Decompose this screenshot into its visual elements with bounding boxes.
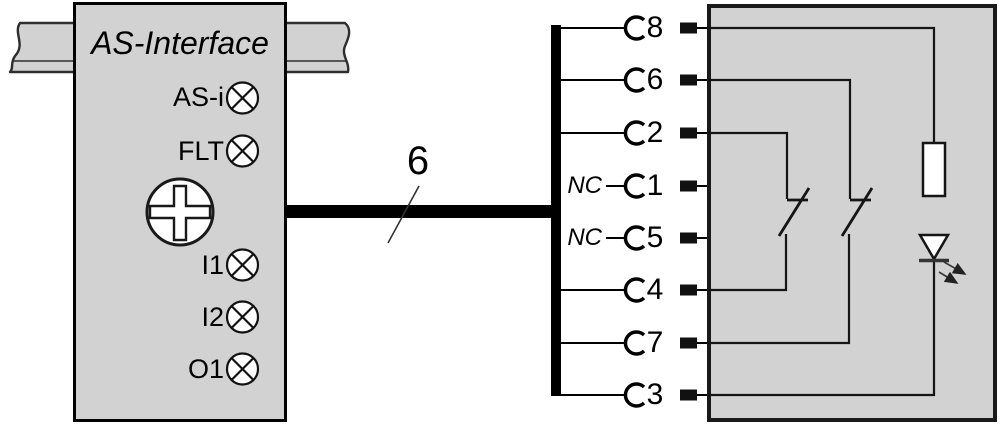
pin-number-3: 3 <box>646 378 664 411</box>
i1-lamp-icon <box>225 248 260 282</box>
flat-cable-left <box>8 21 78 74</box>
socket-contact-icon <box>623 173 646 199</box>
led-diode-icon <box>917 233 951 263</box>
wire-pin6 <box>707 78 852 199</box>
o1-lamp-icon <box>225 352 260 386</box>
pin-row-3 <box>560 382 709 408</box>
resistor <box>921 141 947 198</box>
pin-row-6 <box>560 67 709 93</box>
wire-count-label: 6 <box>406 139 430 183</box>
socket-contact-icon <box>623 277 646 303</box>
socket-contact-icon <box>623 15 646 41</box>
led-label-i1: I1 <box>201 250 224 280</box>
socket-contact-icon <box>623 225 646 251</box>
switch-contact-2 <box>840 187 874 237</box>
i2-lamp-icon <box>225 300 260 334</box>
asi-lamp-icon <box>225 81 260 115</box>
pin-number-5: 5 <box>646 221 664 254</box>
switch-contact-1 <box>777 187 811 237</box>
wire-pin7 <box>707 234 851 345</box>
six-wire-cable <box>285 205 560 218</box>
device-circuit <box>707 26 967 397</box>
wire-count-slash <box>387 185 420 244</box>
pin-number-8: 8 <box>646 11 664 44</box>
led-label-o1: O1 <box>187 354 224 384</box>
wire-pin2 <box>707 131 789 199</box>
wire-pin8 <box>707 26 936 143</box>
pin-number-7: 7 <box>646 326 664 359</box>
led-label-i2: I2 <box>201 302 224 332</box>
led-label-flt: FLT <box>178 136 224 166</box>
module-title: AS-Interface <box>91 25 269 61</box>
flat-cable-right <box>282 21 351 74</box>
nc-label-pin5: NC <box>567 224 602 251</box>
flt-lamp-icon <box>225 134 260 168</box>
pin-row-8 <box>560 15 709 41</box>
connector-bus-bar <box>551 25 561 396</box>
socket-contact-icon <box>623 67 646 93</box>
pin-number-1: 1 <box>646 169 664 202</box>
phillips-screw-icon <box>145 177 215 247</box>
nc-label-pin1: NC <box>567 172 602 199</box>
led-emission-arrows <box>938 261 967 284</box>
pin-number-2: 2 <box>646 116 664 149</box>
socket-contact-icon <box>623 330 646 356</box>
led-label-asi: AS-i <box>172 82 224 112</box>
wire-pin4 <box>707 234 788 292</box>
pin-row-4 <box>560 277 709 303</box>
pin-row-2 <box>560 120 709 146</box>
pin-number-4: 4 <box>646 273 664 306</box>
socket-contact-icon <box>623 382 646 408</box>
pin-number-6: 6 <box>646 63 664 96</box>
device-box <box>707 4 997 422</box>
wire-led-to-pin3 <box>707 261 936 397</box>
pin-row-7 <box>560 330 709 356</box>
socket-contact-icon <box>623 120 646 146</box>
